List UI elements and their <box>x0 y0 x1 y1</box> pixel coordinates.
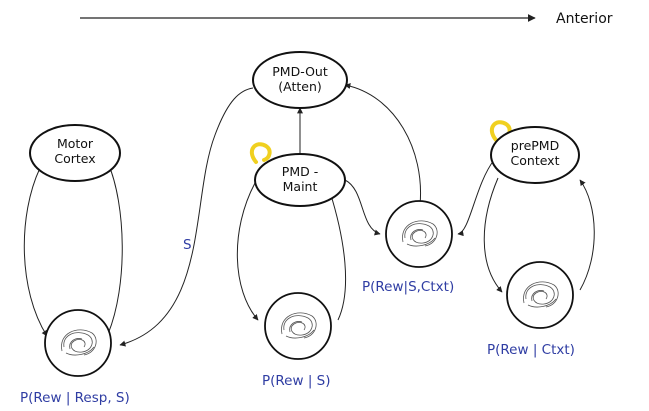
prob-rew-resp-s: P(Rew | Resp, S) <box>20 390 130 406</box>
prepmd-context-line1: prePMD <box>511 138 559 153</box>
anterior-label: Anterior <box>556 11 613 27</box>
pmd-out-line1: PMD-Out <box>272 64 328 79</box>
edge-context-to-bg3 <box>457 159 495 237</box>
pmd-maint-line1: PMD - <box>282 164 318 179</box>
edge-bg3-to-pmdout <box>344 83 422 206</box>
pmd-out-line2: (Atten) <box>278 79 322 94</box>
node-pmd-out: PMD-Out (Atten) <box>252 51 348 109</box>
edge-context-to-bg4 <box>483 177 503 293</box>
bg-node-maint <box>264 292 332 360</box>
bg-node-context <box>506 261 574 329</box>
edge-bg2-to-maint <box>328 191 347 321</box>
edge-bg4-to-context <box>579 179 595 291</box>
edge-maint-to-bg2 <box>236 182 259 321</box>
prob-rew-s: P(Rew | S) <box>262 373 331 389</box>
node-prepmd-context: prePMD Context <box>490 126 580 184</box>
prepmd-context-line2: Context <box>511 153 560 168</box>
self-loop-pmd-maint <box>249 142 272 164</box>
node-motor-cortex: Motor Cortex <box>29 124 121 182</box>
motor-cortex-line1: Motor <box>57 136 94 151</box>
prob-rew-s-ctxt: P(Rew|S,Ctxt) <box>362 279 454 295</box>
pmd-maint-line2: Maint <box>283 179 318 194</box>
bg-node-motor <box>44 309 112 377</box>
edge-bg1-to-motor <box>107 162 123 335</box>
edge-motor-to-bg1 <box>23 167 48 337</box>
edges <box>23 83 595 347</box>
prob-rew-ctxt: P(Rew | Ctxt) <box>487 342 575 358</box>
node-pmd-maint: PMD - Maint <box>254 153 346 207</box>
motor-cortex-line2: Cortex <box>54 151 95 166</box>
edge-maint-to-bg3 <box>344 179 381 236</box>
edge-label-s: S <box>183 237 192 253</box>
bg-node-out <box>385 200 453 268</box>
edge-bg1-to-pmdout-s <box>119 87 254 347</box>
